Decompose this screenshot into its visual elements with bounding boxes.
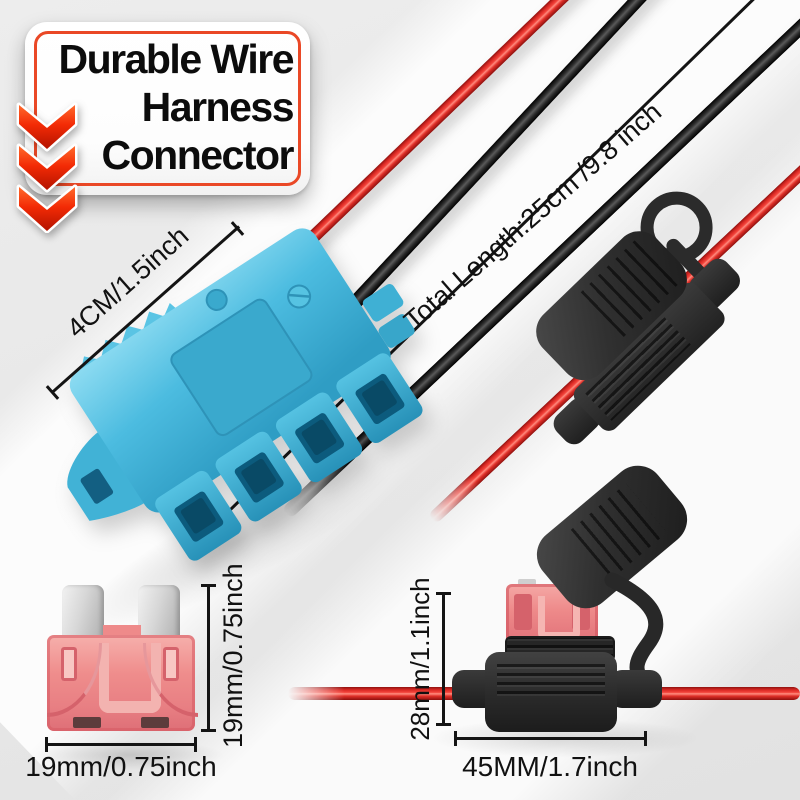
fuse-height-line xyxy=(207,585,210,731)
holder-length-tick-right xyxy=(644,731,647,746)
fuse-contact-right xyxy=(141,717,169,728)
title-line-2: Harness xyxy=(141,84,295,130)
fuse-height-tick-top xyxy=(201,584,216,587)
chevron-2 xyxy=(16,143,78,193)
chevron-3 xyxy=(16,184,78,233)
holder-height-line xyxy=(442,593,445,725)
fuse-height-tick-bottom xyxy=(201,729,216,732)
holder-height-tick-bottom xyxy=(436,723,451,726)
fuse-blade-right xyxy=(138,585,180,643)
holder-length-tick-left xyxy=(454,731,457,746)
fuse-swoosh-left xyxy=(47,643,102,717)
title-plate-border xyxy=(34,31,301,186)
fuse-blade-left xyxy=(62,585,104,643)
fuse-body xyxy=(47,635,198,731)
holder-height-tick-top xyxy=(436,592,451,595)
holder-boot-right xyxy=(610,670,662,708)
title-line-1: Durable Wire xyxy=(58,36,294,82)
holder-length-line xyxy=(455,737,646,740)
holder-height-label: 28mm/1.1inch xyxy=(405,577,435,741)
fuse-width-tick-left xyxy=(45,737,48,752)
page-title: Durable Wire Harness Connector xyxy=(35,35,295,179)
holder-length-label: 45MM/1.7inch xyxy=(462,751,638,782)
fuse-width-line xyxy=(46,743,196,746)
fuse-height-label: 19mm/0.75inch xyxy=(218,563,248,748)
fuse-width-tick-right xyxy=(194,737,197,752)
title-line-3: Connector xyxy=(101,132,295,178)
chevron-1 xyxy=(16,102,78,152)
fuse-width-label: 19mm/0.75inch xyxy=(25,751,217,782)
triple-chevron-down-icon xyxy=(16,102,78,233)
red-blade-fuse xyxy=(45,583,205,733)
fuse-contact-left xyxy=(73,717,101,728)
holder-main-body xyxy=(485,652,617,732)
